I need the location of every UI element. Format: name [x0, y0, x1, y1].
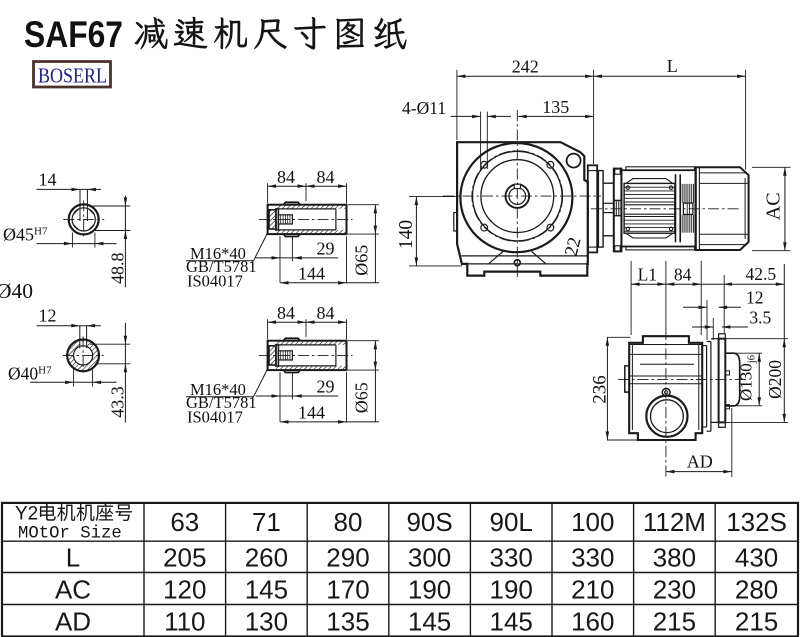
svg-text:145: 145: [245, 575, 288, 605]
svg-text:42.5: 42.5: [745, 264, 776, 284]
svg-text:80: 80: [334, 507, 363, 537]
svg-text:130: 130: [245, 607, 288, 637]
svg-text:BOSERL: BOSERL: [38, 64, 107, 88]
svg-text:160: 160: [571, 607, 614, 637]
svg-text:GB/T5781: GB/T5781: [186, 393, 257, 412]
svg-text:170: 170: [326, 575, 369, 605]
svg-text:430: 430: [735, 543, 778, 573]
svg-text:Ø65: Ø65: [352, 245, 372, 276]
svg-text:14: 14: [39, 169, 57, 189]
svg-text:Ø130j6: Ø130j6: [737, 355, 758, 401]
svg-text:Y2: Y2: [15, 504, 38, 525]
svg-text:4-Ø11: 4-Ø11: [402, 98, 446, 118]
svg-text:84: 84: [277, 167, 295, 187]
svg-text:112M: 112M: [643, 507, 706, 537]
svg-text:230: 230: [653, 575, 696, 605]
svg-text:215: 215: [735, 607, 778, 637]
svg-text:M16*40: M16*40: [190, 244, 246, 263]
svg-text:90S: 90S: [406, 507, 452, 537]
svg-text:210: 210: [571, 575, 614, 605]
svg-text:71: 71: [252, 507, 281, 537]
svg-text:L1: L1: [638, 265, 657, 285]
svg-text:330: 330: [571, 543, 614, 573]
svg-text:GB/T5781: GB/T5781: [186, 257, 257, 276]
svg-text:AD: AD: [55, 607, 91, 637]
svg-text:236: 236: [590, 375, 611, 404]
svg-text:215: 215: [653, 607, 696, 637]
svg-text:242: 242: [512, 57, 539, 77]
svg-text:AD: AD: [687, 451, 713, 471]
svg-text:L: L: [66, 543, 80, 573]
svg-text:90L: 90L: [490, 507, 533, 537]
svg-text:135: 135: [326, 607, 369, 637]
svg-text:380: 380: [653, 543, 696, 573]
svg-text:205: 205: [163, 543, 206, 573]
svg-text:84: 84: [317, 167, 335, 187]
svg-text:120: 120: [163, 575, 206, 605]
svg-text:MOtOr Size: MOtOr Size: [18, 525, 122, 544]
svg-text:84: 84: [317, 303, 335, 323]
svg-text:145: 145: [408, 607, 451, 637]
svg-text:84: 84: [674, 265, 692, 285]
svg-text:29: 29: [317, 377, 335, 397]
svg-text:AC: AC: [763, 192, 785, 220]
svg-text:Ø65: Ø65: [352, 382, 372, 413]
svg-text:AC: AC: [55, 575, 91, 605]
svg-text:135: 135: [542, 97, 569, 117]
svg-text:110: 110: [164, 607, 205, 637]
svg-text:L: L: [667, 56, 678, 76]
svg-text:63: 63: [170, 507, 199, 537]
svg-text:260: 260: [245, 543, 288, 573]
svg-text:IS04017: IS04017: [187, 408, 243, 427]
svg-text:144: 144: [298, 264, 325, 284]
svg-text:48.8: 48.8: [107, 253, 127, 285]
svg-text:22: 22: [562, 235, 586, 258]
svg-text:145: 145: [490, 607, 533, 637]
svg-text:290: 290: [326, 543, 369, 573]
svg-text:Ø40: Ø40: [0, 279, 33, 303]
svg-text:43.3: 43.3: [107, 386, 127, 418]
svg-text:330: 330: [490, 543, 533, 573]
svg-text:190: 190: [408, 575, 451, 605]
svg-text:29: 29: [317, 239, 335, 259]
svg-text:190: 190: [490, 575, 533, 605]
svg-text:M16*40: M16*40: [190, 380, 246, 399]
svg-text:300: 300: [408, 543, 451, 573]
svg-text:144: 144: [298, 403, 325, 423]
svg-text:132S: 132S: [726, 507, 787, 537]
svg-text:100: 100: [571, 507, 614, 537]
svg-text:140: 140: [396, 220, 417, 249]
svg-text:IS04017: IS04017: [187, 272, 243, 291]
svg-text:84: 84: [277, 303, 295, 323]
svg-text:280: 280: [735, 575, 778, 605]
svg-text:SAF67: SAF67: [24, 14, 123, 55]
svg-text:3.5: 3.5: [749, 307, 771, 327]
svg-text:Ø200: Ø200: [765, 360, 785, 399]
svg-text:12: 12: [746, 288, 764, 308]
svg-text:12: 12: [39, 306, 57, 326]
